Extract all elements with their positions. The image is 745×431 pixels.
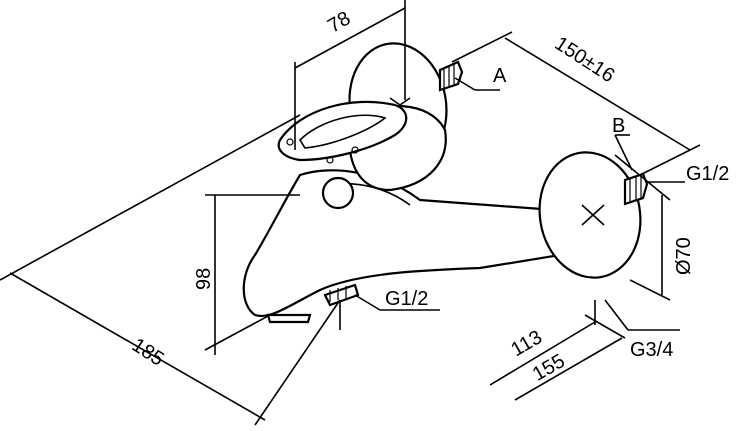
dimension-113-155: 113 155 G3/4 xyxy=(489,299,680,401)
label-a: A xyxy=(493,65,507,87)
dimension-70: Ø70 xyxy=(614,154,695,301)
label-g34: G3/4 xyxy=(630,339,673,361)
faucet-body xyxy=(242,100,571,324)
dimension-185-label: 185 xyxy=(128,334,168,371)
label-g12-bottom: G1/2 xyxy=(385,288,428,310)
dimension-70-label: Ø70 xyxy=(673,237,695,275)
label-g12-right: G1/2 xyxy=(686,163,729,185)
dimension-150-label: 150±16 xyxy=(551,32,619,87)
dimension-113-label: 113 xyxy=(507,326,546,361)
label-b: B xyxy=(612,115,625,137)
right-flange xyxy=(538,151,649,279)
dimension-78-label: 78 xyxy=(324,7,354,37)
dimension-98-label: 98 xyxy=(193,268,215,290)
dimension-98: 98 xyxy=(193,194,300,355)
dimension-155-label: 155 xyxy=(529,350,569,386)
